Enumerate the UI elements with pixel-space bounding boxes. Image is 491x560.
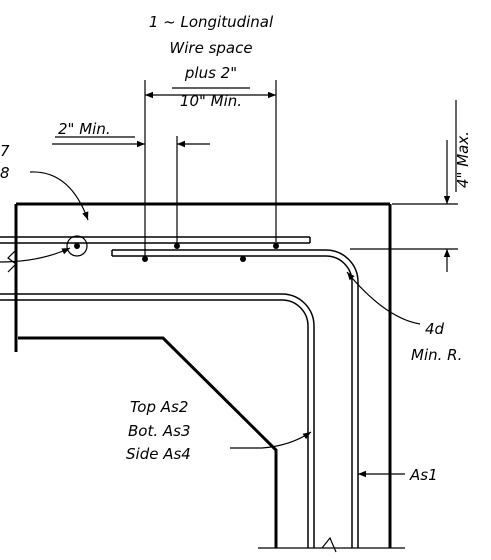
bent-bar-as1 (111, 249, 359, 548)
lap-bar-circle (66, 235, 88, 257)
two-inch-dimension (52, 136, 210, 243)
top-longitudinal-bar (0, 236, 311, 244)
leader-4d (346, 271, 421, 325)
label-4-max: 4" Max. (454, 131, 472, 188)
label-bot-as3: Bot. As3 (128, 422, 191, 440)
label-top-as2: Top As2 (130, 398, 188, 416)
ten-inch-dimension (144, 80, 277, 256)
label-4d: 4d (425, 320, 445, 338)
leader-as4 (230, 431, 312, 449)
label-plus-2: plus 2" (184, 64, 237, 82)
four-inch-dimension (350, 100, 458, 272)
left-break-line (7, 249, 17, 273)
label-side-as4: Side As4 (126, 445, 191, 463)
label-cut-8: 8 (0, 164, 10, 182)
label-cut-7: 7 (0, 142, 10, 160)
wire-dot (273, 243, 279, 249)
label-10-min: 10" Min. (180, 92, 242, 110)
leader-lap-bar (0, 247, 71, 263)
label-min-r: Min. R. (411, 346, 462, 364)
label-as1: As1 (409, 466, 438, 484)
inner-haunch-line (18, 336, 278, 548)
label-2-min: 2" Min. (58, 120, 111, 138)
wire-dot (240, 256, 246, 262)
inner-bar-as4 (0, 293, 315, 548)
label-longitudinal: 1 ~ Longitudinal (149, 13, 274, 31)
wire-dot (142, 256, 148, 262)
concrete-outline (14, 202, 392, 548)
longitudinal-wires (142, 243, 279, 262)
label-wire-space: Wire space (169, 39, 252, 57)
wire-dot (174, 243, 180, 249)
bottom-break-zigzag (321, 536, 337, 553)
leader-top-bar (29, 171, 89, 221)
